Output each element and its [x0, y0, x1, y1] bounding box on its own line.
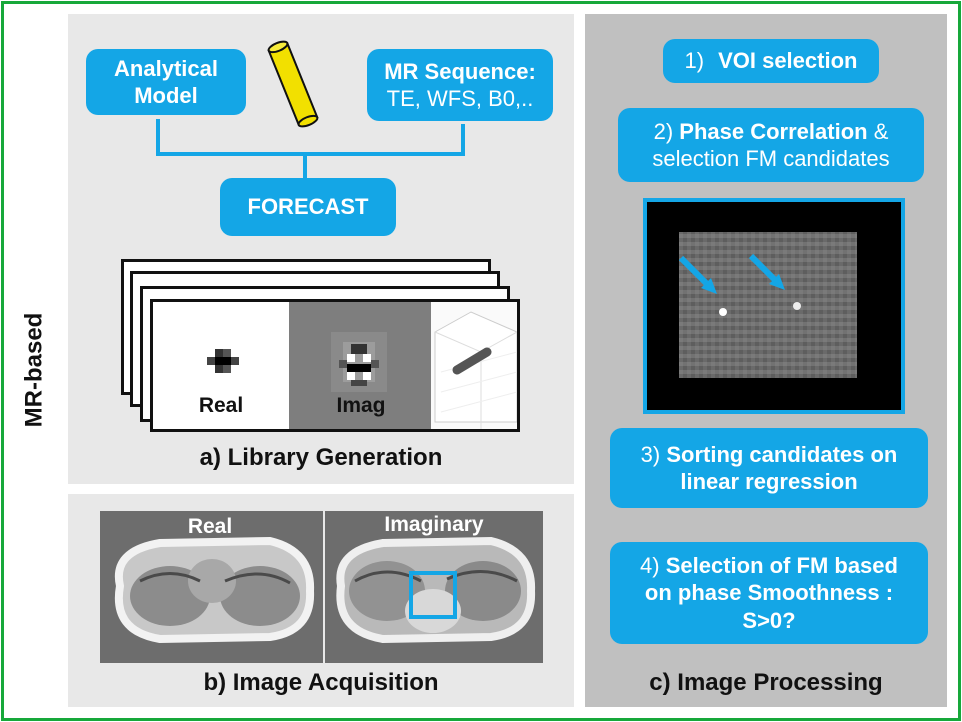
step4-line3: S>0? [742, 607, 796, 633]
cylinder-icon [267, 40, 319, 128]
real-label: Real [198, 394, 244, 417]
phase-correlation-image [643, 198, 905, 414]
3d-plot-thumbnail [431, 302, 517, 429]
mr-sequence-line1: MR Sequence: [384, 58, 536, 84]
panel-library-generation: Analytical Model MR Sequence: TE, WFS, B… [68, 14, 574, 484]
bracket-connector [156, 119, 465, 179]
step1-box: 1) VOI selection [663, 39, 879, 83]
forecast-box: FORECAST [220, 178, 396, 236]
acq-imag-label: Imaginary [384, 513, 484, 536]
mri-real-graphic [114, 536, 315, 644]
mr-sequence-box: MR Sequence: TE, WFS, B0,.. [367, 49, 553, 121]
step4-line2: on phase Smoothness : [644, 580, 894, 606]
side-label: MR-based [2, 300, 66, 440]
panel-b-title: b) Image Acquisition [203, 669, 439, 696]
step2-num: 2) [653, 118, 674, 144]
acq-real-label: Real [187, 515, 233, 538]
library-stack-front: Real Imag [150, 299, 520, 432]
step2-rest: & [867, 118, 889, 144]
panel-image-processing: 1) VOI selection 2) Phase Correlation & … [585, 14, 947, 707]
analytical-model-line1: Analytical [114, 55, 218, 81]
step3-box: 3) Sorting candidates on linear regressi… [610, 428, 928, 508]
panel-image-acquisition: Real Imaginary b) Image Acquisition [68, 494, 574, 707]
panel-a-title: a) Library Generation [199, 444, 443, 471]
step4-num: 4) [640, 552, 660, 578]
step2-box: 2) Phase Correlation & selection FM cand… [618, 108, 924, 182]
mr-sequence-line2: TE, WFS, B0,.. [386, 86, 534, 111]
3d-plot-graphic [434, 311, 517, 429]
step2-bold: Phase Correlation [679, 118, 868, 144]
imag-dipole-graphic [331, 332, 387, 392]
imag-pattern [289, 302, 431, 429]
panel-c-title: c) Image Processing [649, 669, 883, 696]
step1-text: VOI selection [718, 48, 858, 74]
step4-line1: Selection of FM based [665, 552, 898, 578]
step4-box: 4) Selection of FM based on phase Smooth… [610, 542, 928, 644]
forecast-label: FORECAST [247, 194, 369, 220]
phase-correlation-graphic [678, 232, 857, 378]
step2-line2: selection FM candidates [652, 146, 890, 171]
step3-line2: linear regression [680, 469, 858, 494]
mri-imag-image: Imaginary [325, 511, 543, 663]
step3-num: 3) [640, 441, 661, 467]
side-label-text: MR-based [20, 312, 47, 428]
mri-real-image: Real [100, 511, 323, 663]
real-dipole-graphic [207, 349, 239, 373]
imag-label: Imag [336, 394, 386, 417]
step3-line1: Sorting candidates on [666, 441, 898, 467]
analytical-model-line2: Model [134, 83, 198, 108]
mri-imag-graphic [336, 536, 536, 644]
real-pattern [153, 302, 289, 429]
analytical-model-box: Analytical Model [86, 49, 246, 115]
step1-num: 1) [684, 48, 705, 74]
